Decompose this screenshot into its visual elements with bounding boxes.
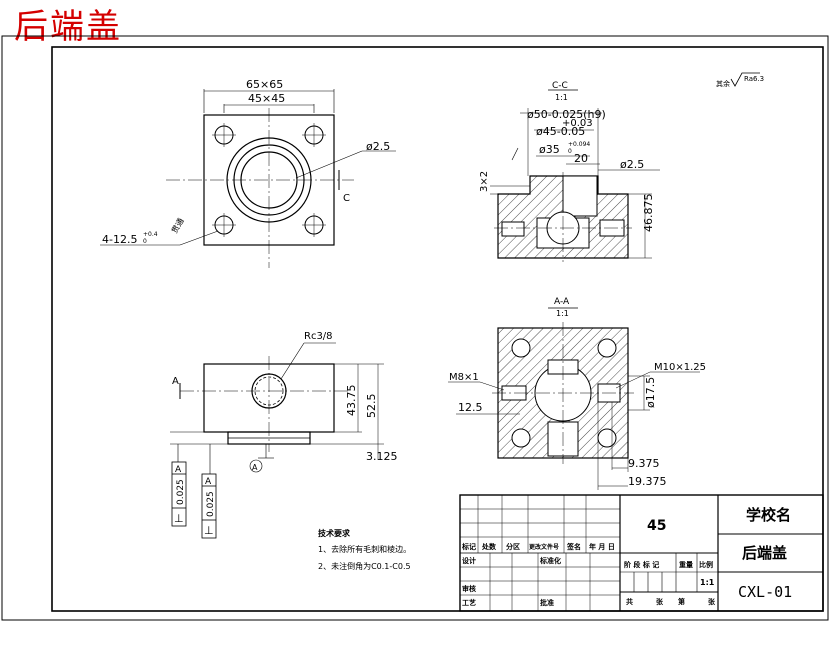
section-a-view [448,307,700,490]
dim-d35-tol-lo: 0 [568,148,572,155]
title-block [459,494,824,612]
dim-phi25-top: ø2.5 [366,140,390,153]
notes-line1: 1、去除所有毛刺和棱边。 [318,544,411,554]
svg-text:第: 第 [678,597,685,606]
svg-text:张: 张 [708,597,716,606]
svg-text:年 月 日: 年 月 日 [589,542,615,551]
svg-text:共: 共 [626,597,633,606]
svg-text:更改文件号: 更改文件号 [529,543,559,551]
svg-text:分区: 分区 [506,542,520,551]
section-a-scale: 1:1 [556,309,569,318]
title-block-labels: 标记 处数 分区 更改文件号 签名 年 月 日 设计 标准化 审核 工艺 批准 … [461,542,716,607]
svg-text:Ra6.3: Ra6.3 [744,75,764,83]
dim-d35: ø35 [539,143,560,156]
dim-h-inner: 43.75 [345,385,358,417]
gdt2-sym: ⊥ [204,524,214,537]
svg-text:设计: 设计 [462,556,476,565]
svg-text:重量: 重量 [679,560,693,569]
dim-d20: 20 [574,152,588,165]
tb-material: 45 [647,518,666,534]
datum-a: A [252,463,258,472]
svg-text:其余: 其余 [716,79,730,88]
drawing-title-overlay: 后端盖 [14,7,122,47]
dim-d50: ø50-0.025(h9) [527,108,606,121]
dim-m10: M10×1.25 [654,362,706,373]
section-c-view [490,89,660,262]
notes-title: 技术要求 [318,528,351,538]
dim-125: 12.5 [458,401,483,414]
svg-text:比例: 比例 [699,560,713,569]
dim-chamfer: 3×2 [479,171,490,192]
tb-scale: 1:1 [700,578,715,587]
section-a-label: A-A [554,297,570,307]
dim-d50-tol: +0.03 [562,118,593,129]
dim-holes: 4-12.5 [102,233,137,246]
gdt1-sym: ⊥ [174,512,184,525]
gdt2-val: 0.025 [206,491,216,517]
section-c-scale: 1:1 [555,93,568,102]
section-mark-c: C [343,193,350,204]
svg-text:标记: 标记 [461,542,476,551]
gdt1-val: 0.025 [176,479,186,505]
svg-text:张: 张 [656,597,664,606]
dim-d35-tol: +0.094 [568,141,590,148]
dim-h-total: 52.5 [365,394,378,419]
top-view [100,89,396,268]
svg-text:阶 段 标 记: 阶 段 标 记 [624,560,659,569]
thread-label: Rc3/8 [304,331,333,342]
dim-9375: 9.375 [628,457,660,470]
notes-line2: 2、未注倒角为C0.1-C0.5 [318,561,411,571]
gdt1-ref: A [175,465,182,475]
gdt2-ref: A [205,477,212,487]
svg-text:工艺: 工艺 [462,598,476,607]
front-marker-a: A [172,376,179,387]
dim-d45: ø45-0.05 [536,125,585,138]
tb-school: 学校名 [746,506,791,524]
roughness-symbol: 其余 Ra6.3 [716,72,764,88]
svg-text:审核: 审核 [462,584,476,593]
dim-19375: 19.375 [628,475,667,488]
dim-holes-tol: +0.4 [143,231,158,238]
dim-outer: 65×65 [246,78,283,91]
dim-holes-tol-lo: 0 [143,238,147,245]
dim-bottom: 3.125 [366,450,398,463]
tb-drawing-no: CXL-01 [738,583,792,601]
holes-note: 贯通 [169,216,186,235]
outer-border [1,35,829,621]
section-c-label: C-C [552,81,568,91]
svg-text:处数: 处数 [481,542,497,551]
dim-phi175: ø17.5 [644,377,657,408]
inner-border [51,46,824,612]
svg-text:签名: 签名 [566,542,581,551]
svg-text:批准: 批准 [540,598,554,607]
dim-height-46875: 46.875 [642,194,655,233]
tb-part-name: 后端盖 [742,544,787,562]
dim-inner: 45×45 [248,92,285,105]
dim-m8: M8×1 [449,372,479,383]
dim-phi25-c: ø2.5 [620,158,644,171]
svg-text:标准化: 标准化 [539,556,561,565]
front-view [170,342,384,539]
